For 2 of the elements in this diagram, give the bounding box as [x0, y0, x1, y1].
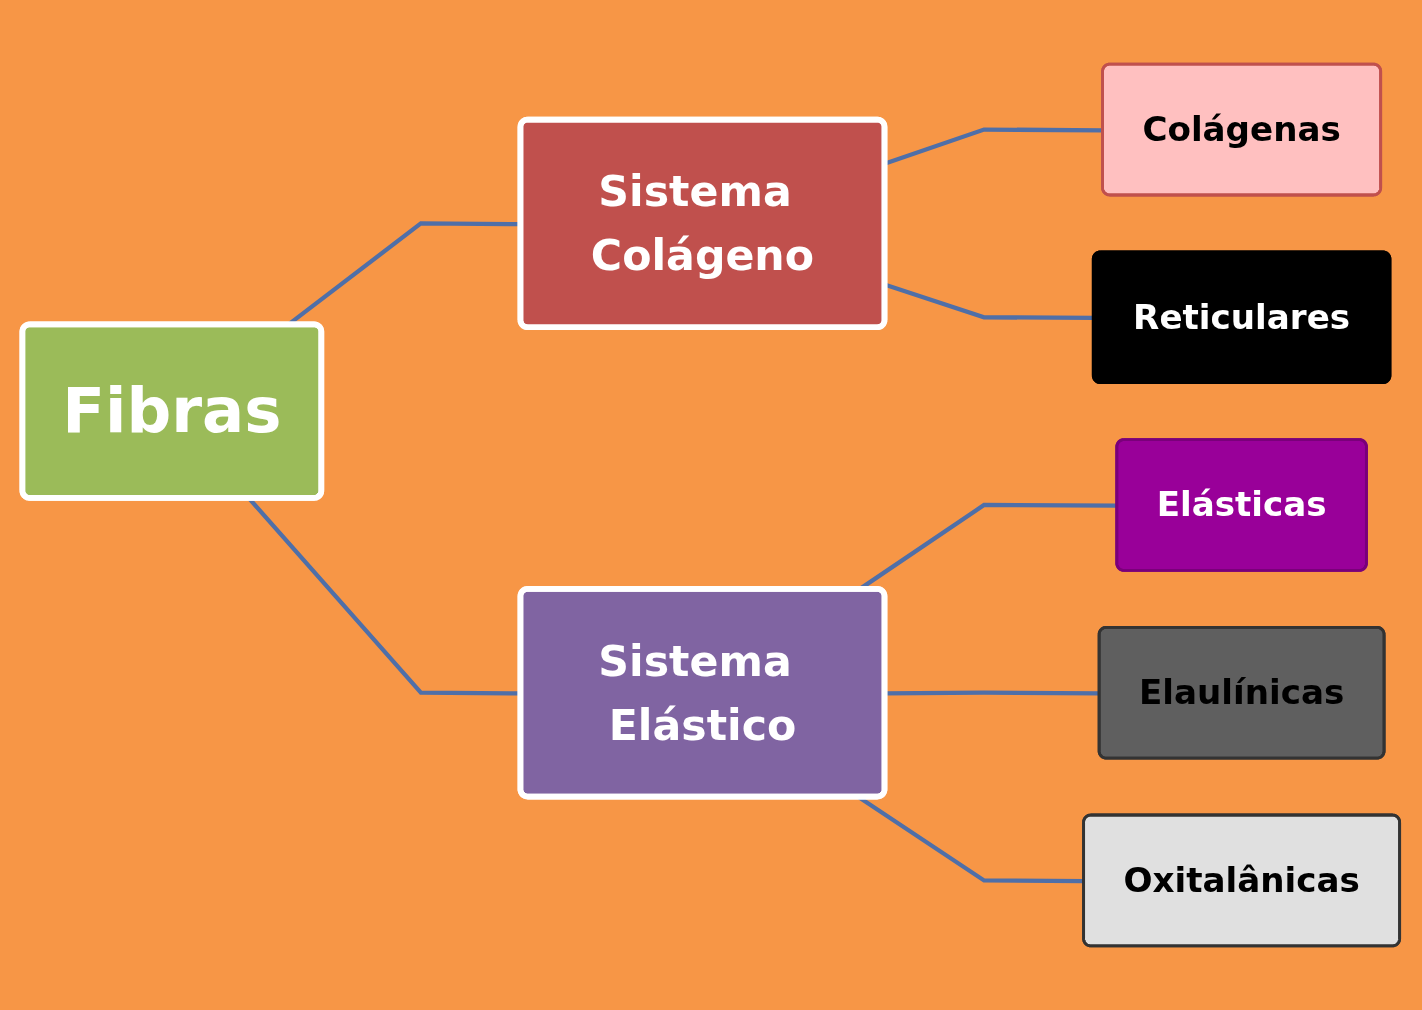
connector	[884, 127, 1104, 166]
connector	[884, 282, 1094, 321]
